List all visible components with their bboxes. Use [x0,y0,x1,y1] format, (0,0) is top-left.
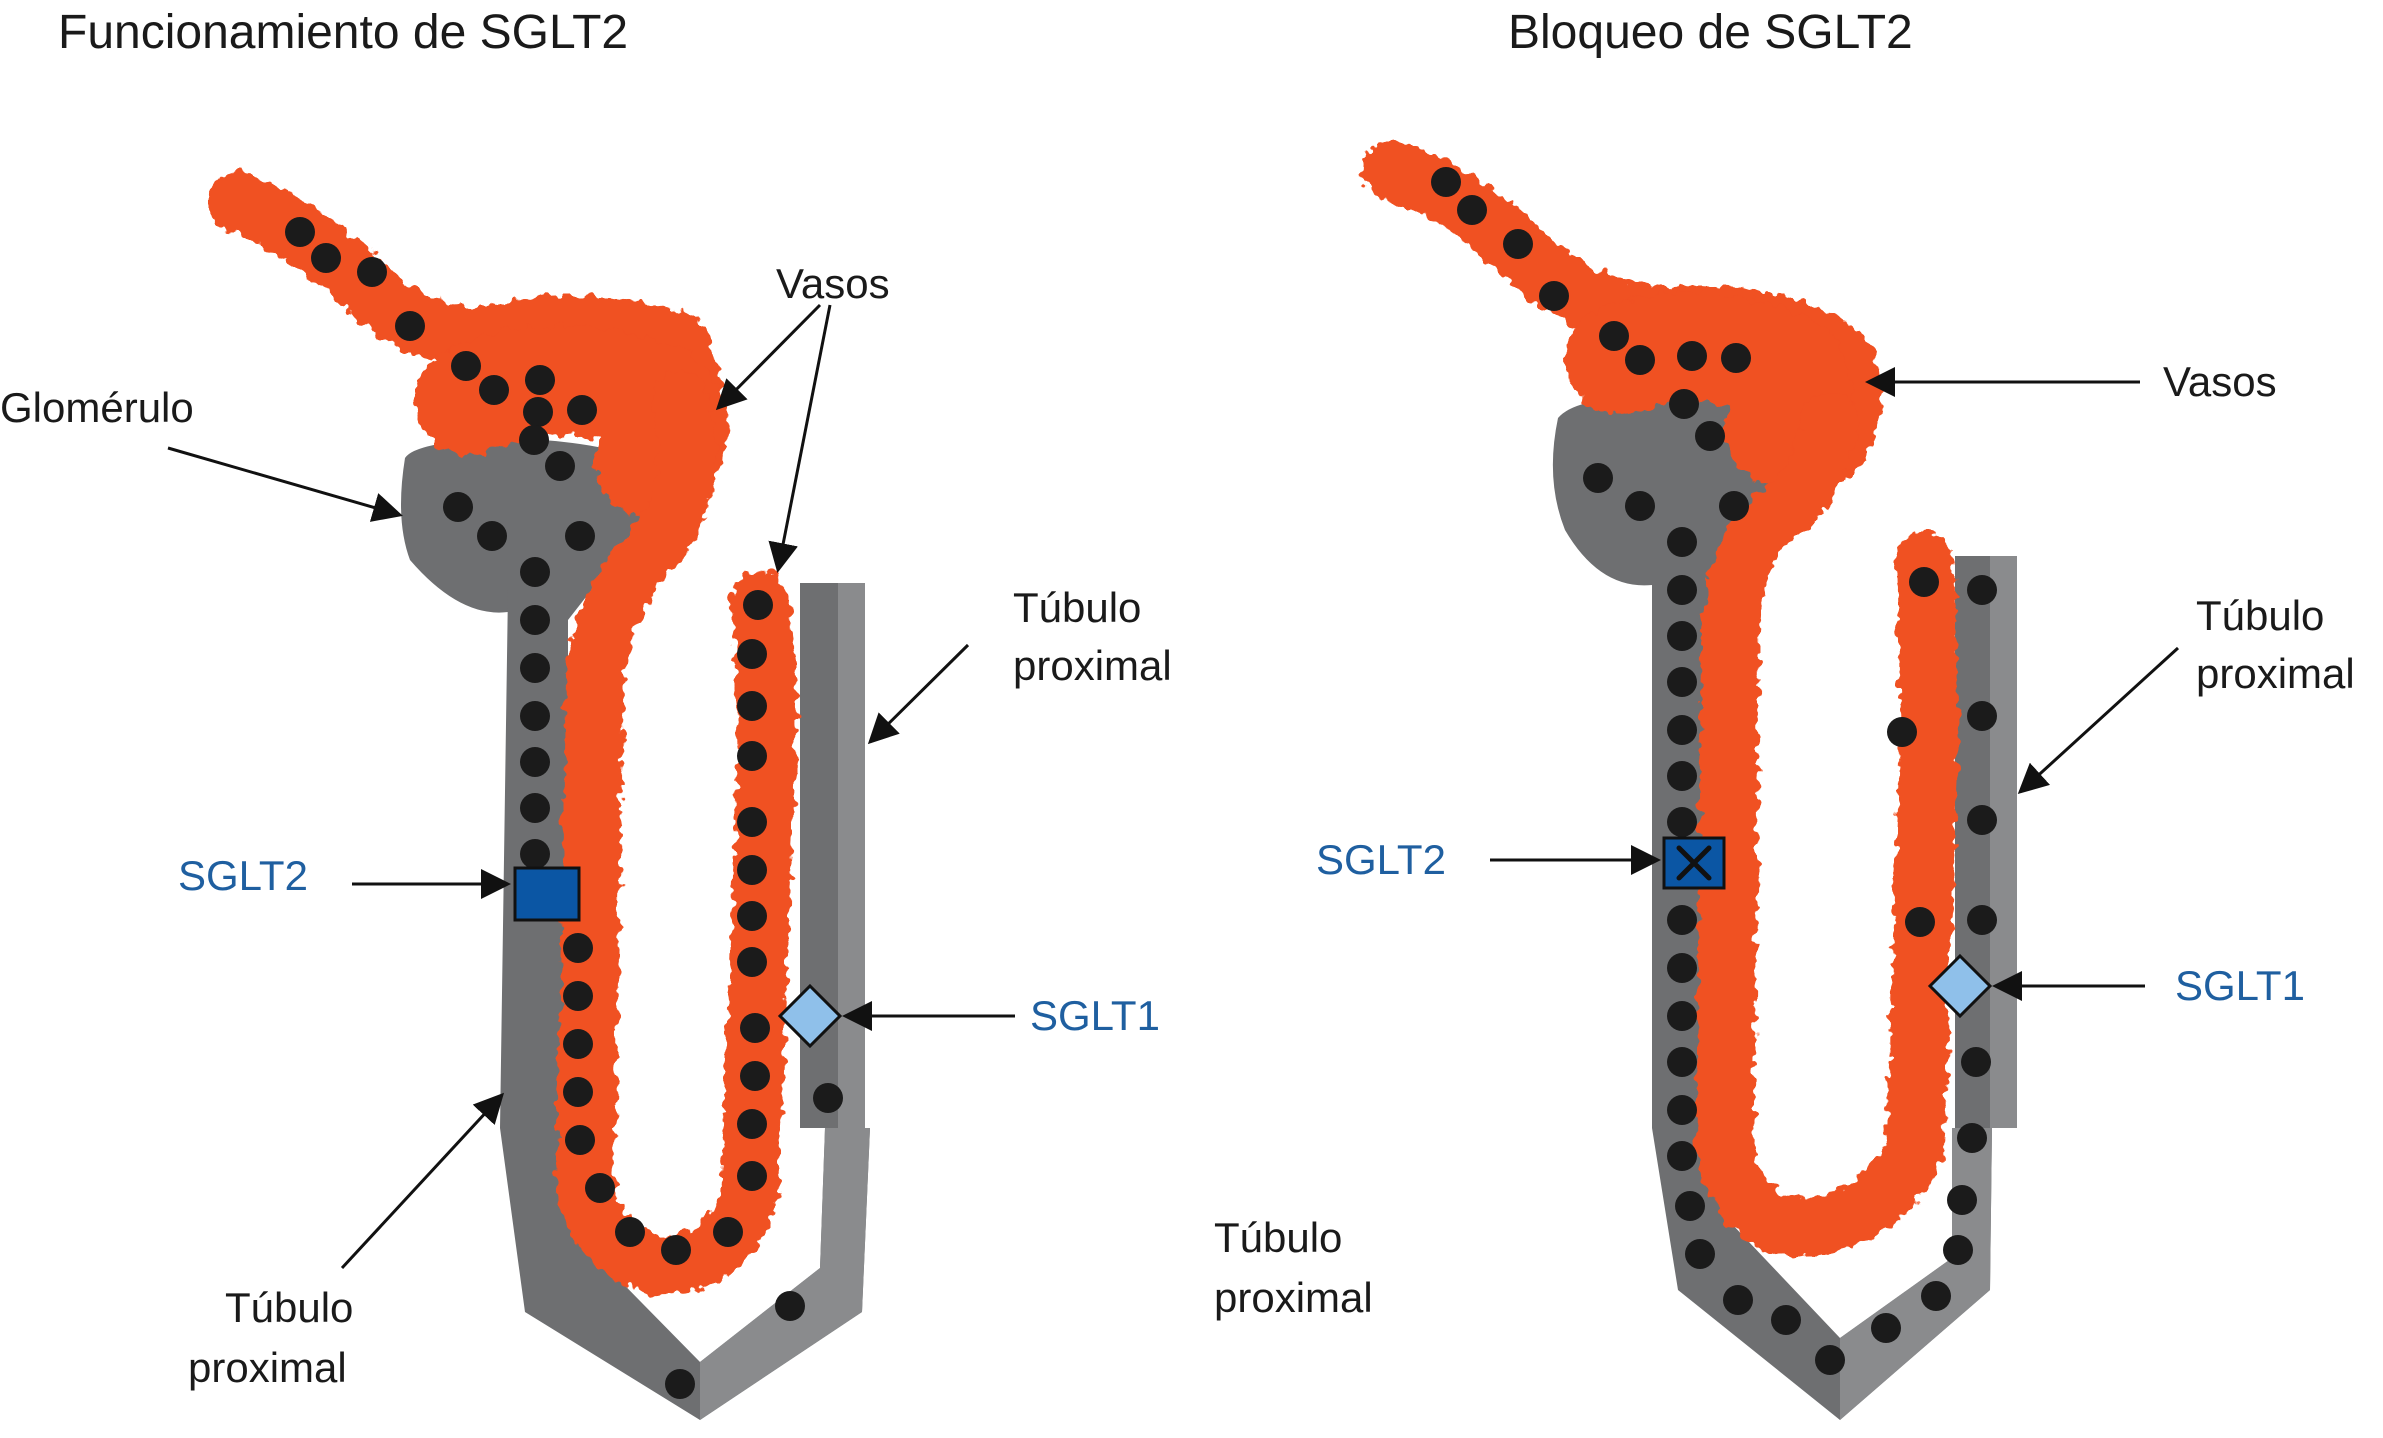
right-sglt2-transporter-blocked [1662,836,1726,890]
right-glomerular-tuft [1565,292,1853,485]
right-title: Bloqueo de SGLT2 [1508,6,1913,59]
left-label-tubule-bottom-2: proximal [188,1344,347,1391]
right-label-vessels: Vasos [2163,358,2277,405]
left-panel: Funcionamiento de SGLT2 [0,6,1172,1420]
left-label-sglt2: SGLT2 [178,852,308,899]
right-sglt1-transporter [1927,953,1993,1019]
right-label-sglt1: SGLT1 [2175,962,2305,1009]
right-label-tubule-bottom-1: Túbulo [1214,1214,1342,1261]
left-peritubular-vessel [556,371,797,1295]
left-label-sglt1: SGLT1 [1030,992,1160,1039]
left-label-tubule-right-2: proximal [1013,642,1172,689]
left-sglt2-transporter [513,866,581,922]
left-label-tubule-bottom-1: Túbulo [225,1284,353,1331]
left-tubule-bottom-highlight [700,1128,870,1420]
right-label-tubule-right-1: Túbulo [2196,592,2324,639]
right-tubule-ascending-highlight [1990,556,2017,1128]
right-label-sglt2: SGLT2 [1316,836,1446,883]
left-glucose-molecules [285,217,843,1399]
right-label-tubule-right-2: proximal [2196,650,2355,697]
left-label-tubule-right-1: Túbulo [1013,584,1141,631]
right-vessels [1362,140,1959,1257]
right-glucose-molecules [1431,167,1997,1375]
left-tubule-ascending-highlight [838,583,865,1128]
left-title: Funcionamiento de SGLT2 [58,6,628,59]
right-arrows [1490,367,2180,1001]
right-peritubular-vessel [1696,391,1959,1257]
left-label-vessels: Vasos [776,260,890,307]
right-panel: Bloqueo de SGLT2 [1214,6,2355,1420]
left-label-glomerulus: Glomérulo [0,384,194,431]
left-sglt1-transporter [777,983,843,1049]
left-arrows [167,303,1015,1270]
right-label-tubule-bottom-2: proximal [1214,1274,1373,1321]
